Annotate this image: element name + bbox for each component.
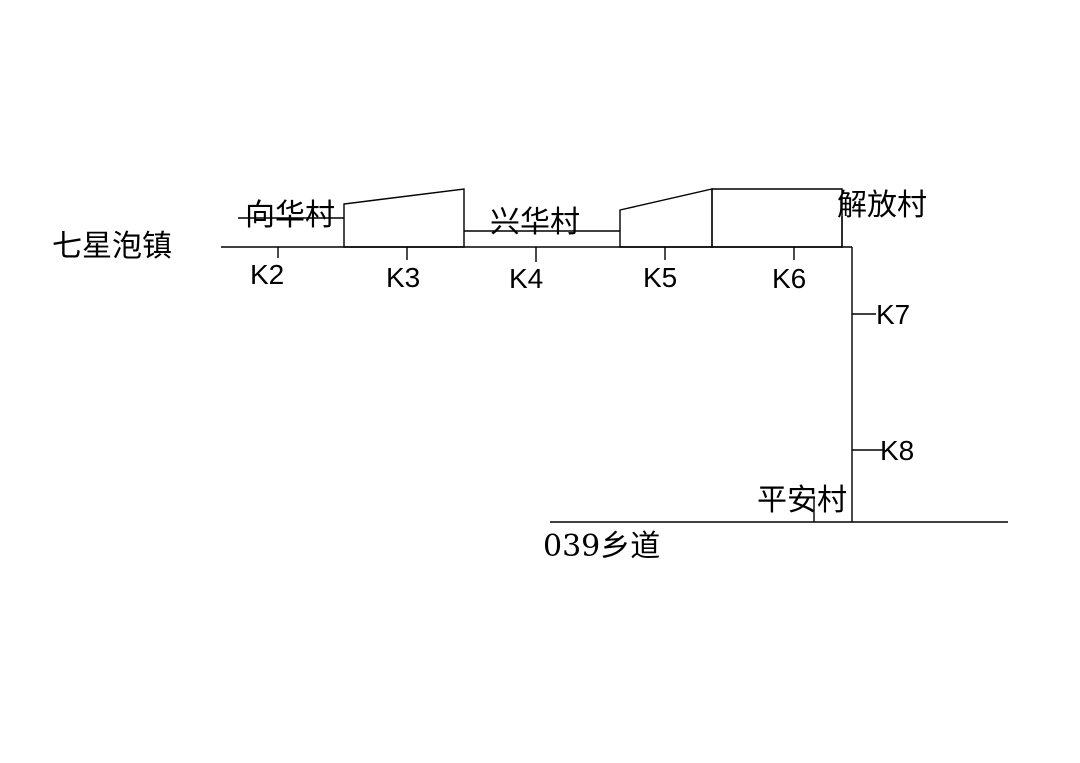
marker-k6: K6	[772, 263, 806, 294]
label-xianghua-village: 向华村	[245, 198, 335, 233]
marker-k7: K7	[876, 299, 910, 330]
marker-k2: K2	[250, 259, 284, 290]
label-jiefang-village: 解放村	[837, 188, 927, 223]
label-qixingpao-town: 七星泡镇	[52, 229, 172, 264]
marker-k8: K8	[880, 435, 914, 466]
marker-k4: K4	[509, 263, 543, 294]
segment-shape-1	[343, 188, 465, 248]
label-xinghua-village: 兴华村	[490, 205, 580, 240]
marker-k5: K5	[643, 262, 677, 293]
segment-shape-3	[619, 188, 713, 248]
label-road-039: 039乡道	[543, 529, 660, 564]
segment-shape-4	[711, 188, 843, 248]
marker-k3: K3	[386, 262, 420, 293]
label-pingan-village: 平安村	[757, 483, 847, 518]
